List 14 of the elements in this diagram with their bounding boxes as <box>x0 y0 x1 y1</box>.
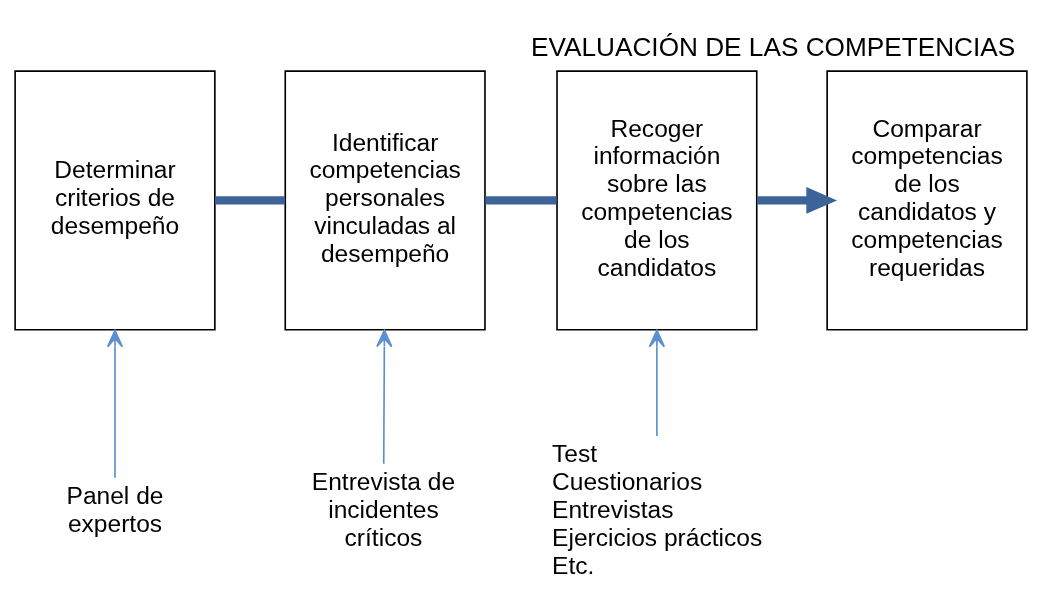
arrow <box>757 186 837 214</box>
node-text: Test Cuestionarios Entrevistas Ejercicios prácticos Etc. <box>552 439 763 579</box>
diagram-title: EVALUACIÓN DE LAS COMPETENCIAS <box>531 31 1016 62</box>
node-box: Identificar competencias personales vinculadas al desempeño <box>284 69 486 331</box>
connector <box>485 195 557 205</box>
arrow <box>648 328 666 437</box>
node-text: Panel de expertos <box>66 481 164 537</box>
arrow <box>106 329 124 478</box>
arrow <box>376 328 393 465</box>
node-text: Entrevista de incidentes críticos <box>311 467 456 551</box>
node-box: Recoger información sobre las competencias de los candidatos <box>556 69 758 331</box>
connector <box>215 195 285 205</box>
node-box: Comparar competencias de los candidatos y competencias requeridas <box>826 69 1028 331</box>
node-box: Determinar criterios de desempeño <box>14 69 216 331</box>
